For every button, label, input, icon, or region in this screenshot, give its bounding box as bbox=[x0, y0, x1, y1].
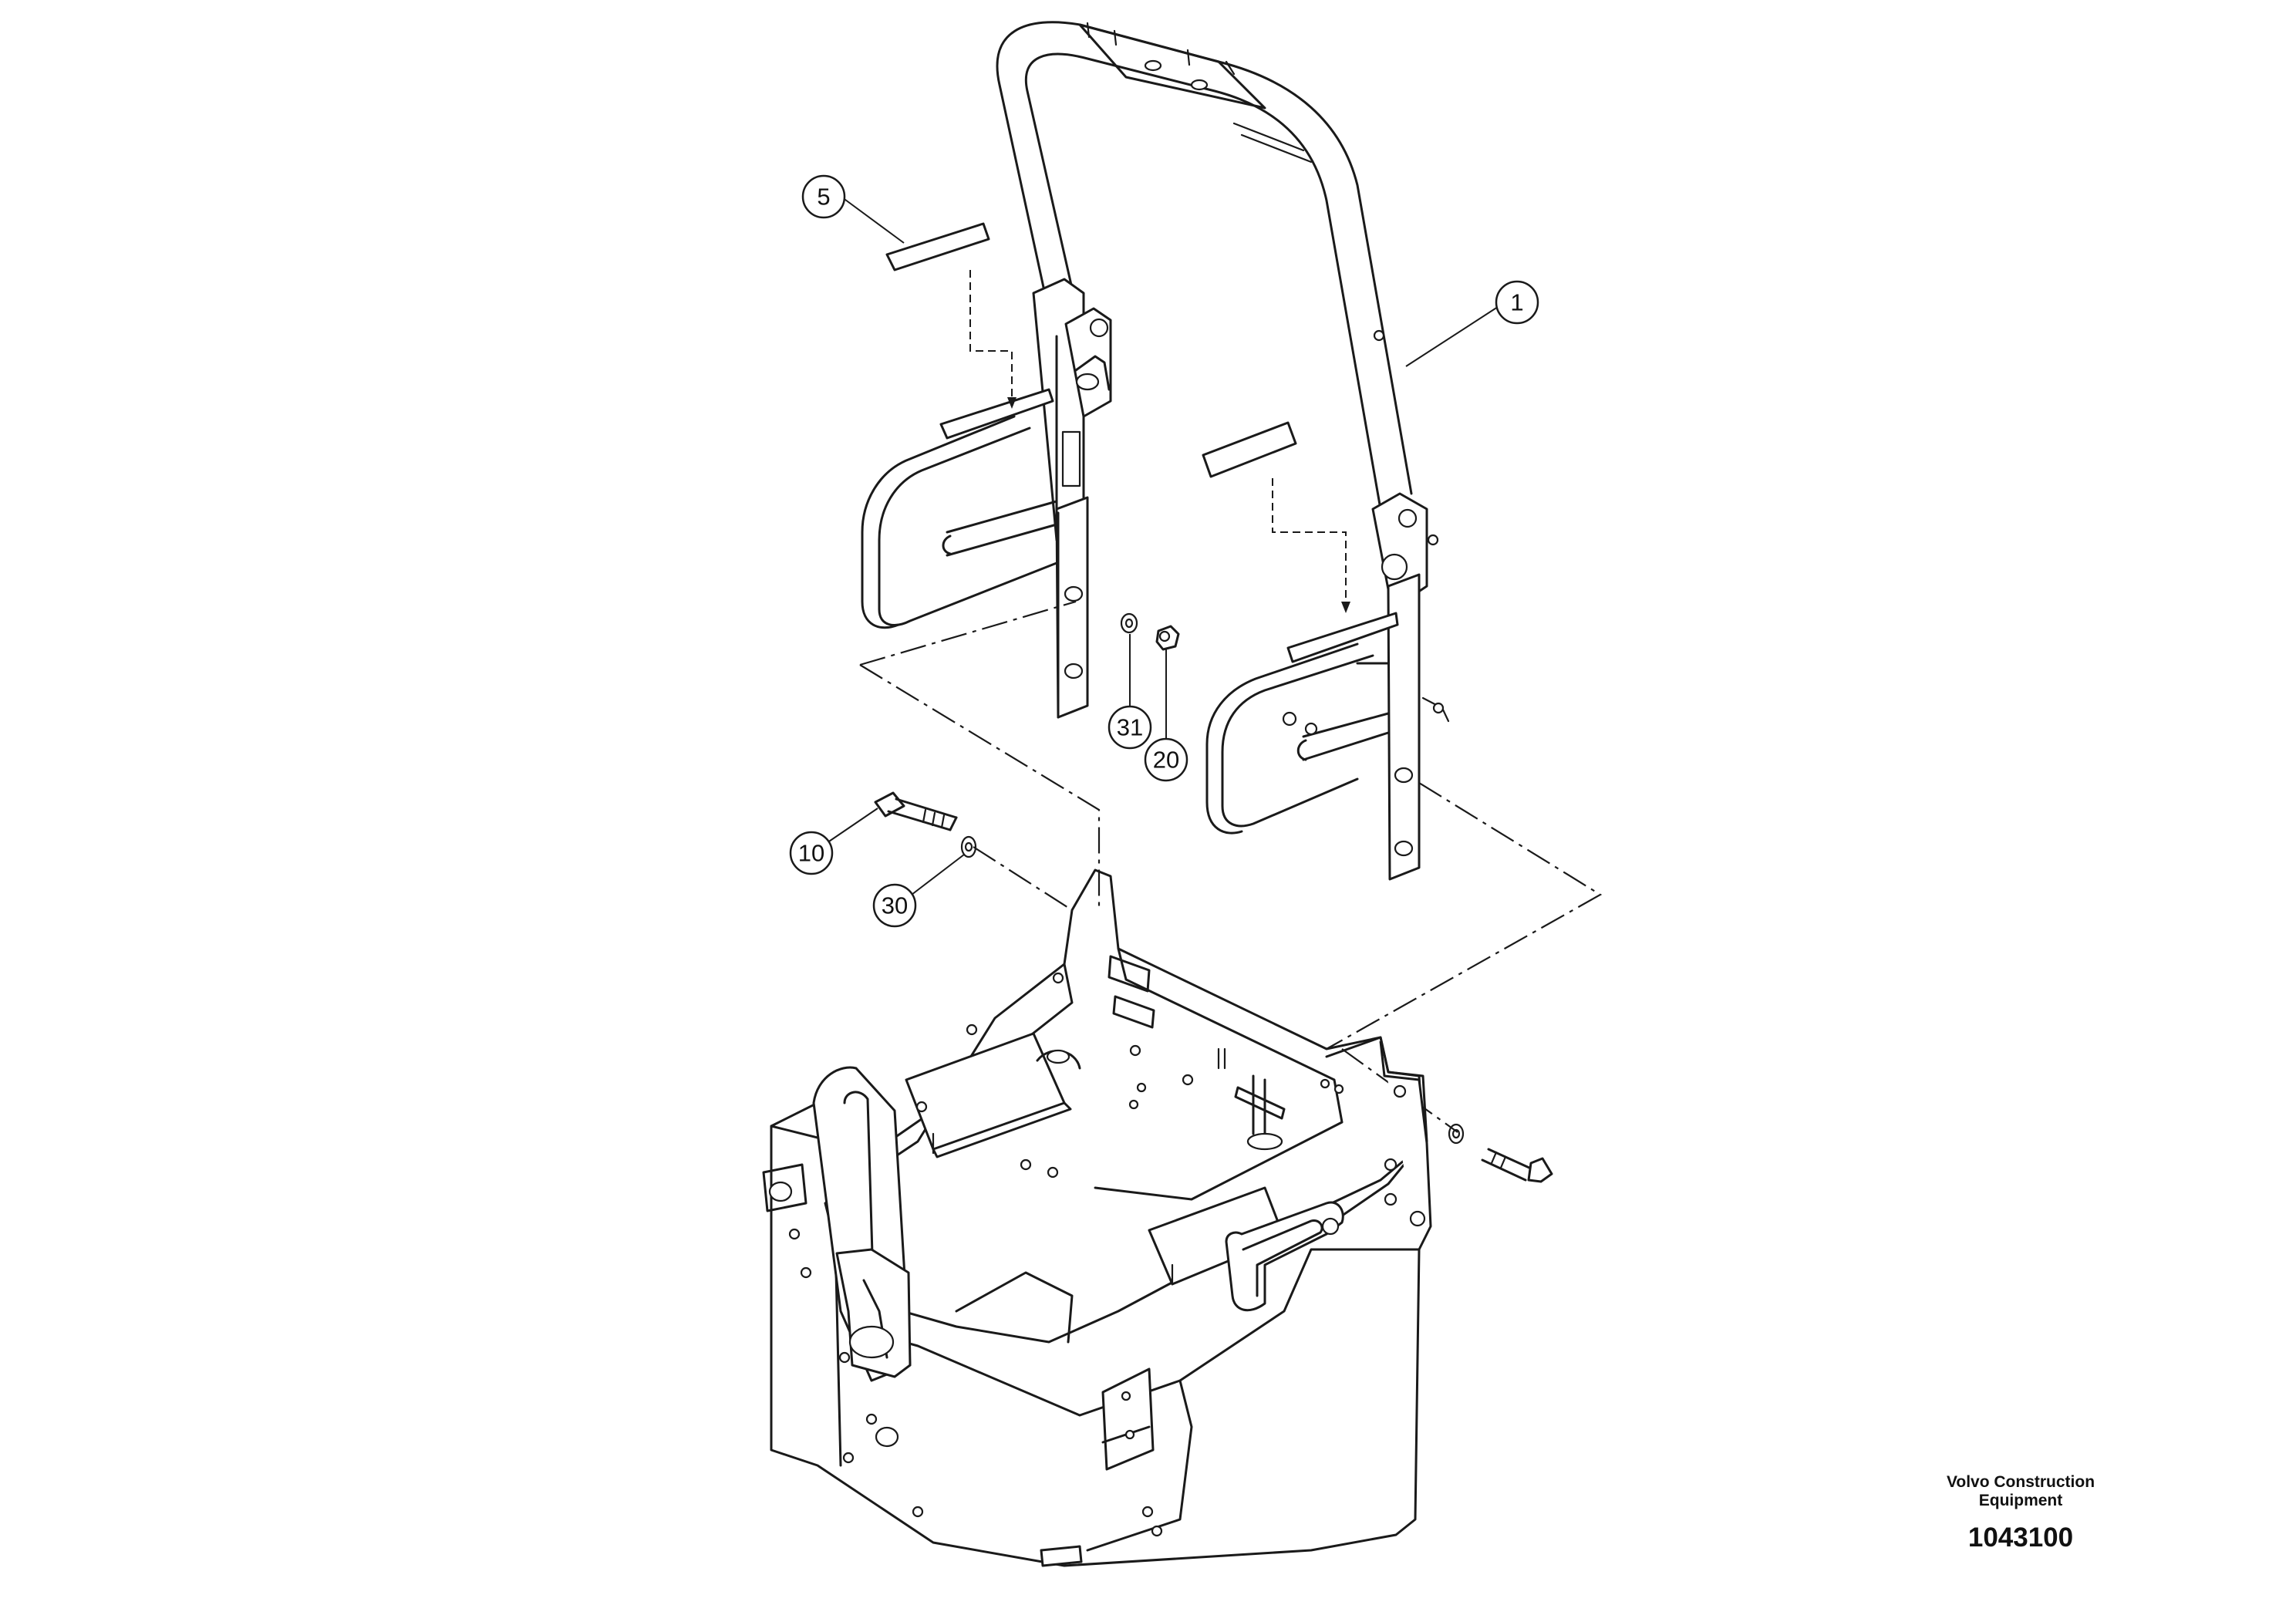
assembly-lines bbox=[859, 600, 1603, 1133]
bolt-left bbox=[874, 791, 977, 858]
callout-31: 31 bbox=[1108, 705, 1152, 750]
callout-1: 1 bbox=[1495, 280, 1539, 325]
figure-caption: Volvo Construction Equipment 1043100 bbox=[1905, 1473, 2136, 1553]
decal-pads bbox=[885, 222, 1350, 613]
bolt-right bbox=[1448, 1123, 1553, 1183]
washer-nut bbox=[1120, 612, 1180, 651]
callout-label-1: 1 bbox=[1510, 289, 1523, 316]
callout-label-10: 10 bbox=[798, 840, 824, 867]
callout-label-5: 5 bbox=[817, 184, 830, 211]
callout-label-30: 30 bbox=[882, 892, 908, 919]
operator-platform bbox=[762, 868, 1432, 1567]
right-handrail bbox=[1205, 612, 1399, 835]
company-name-line1: Volvo Construction bbox=[1946, 1473, 2095, 1491]
callout-10: 10 bbox=[789, 831, 834, 875]
figure-number: 1043100 bbox=[1967, 1523, 2074, 1553]
callout-20: 20 bbox=[1144, 737, 1188, 782]
callout-30: 30 bbox=[872, 883, 917, 928]
left-handrail bbox=[861, 388, 1058, 629]
callout-5: 5 bbox=[801, 174, 846, 219]
callout-label-31: 31 bbox=[1117, 714, 1143, 741]
rops-frame bbox=[996, 21, 1450, 881]
company-name-line2: Equipment bbox=[1978, 1492, 2063, 1509]
leader-lines bbox=[821, 197, 1501, 895]
callout-label-20: 20 bbox=[1153, 747, 1179, 774]
